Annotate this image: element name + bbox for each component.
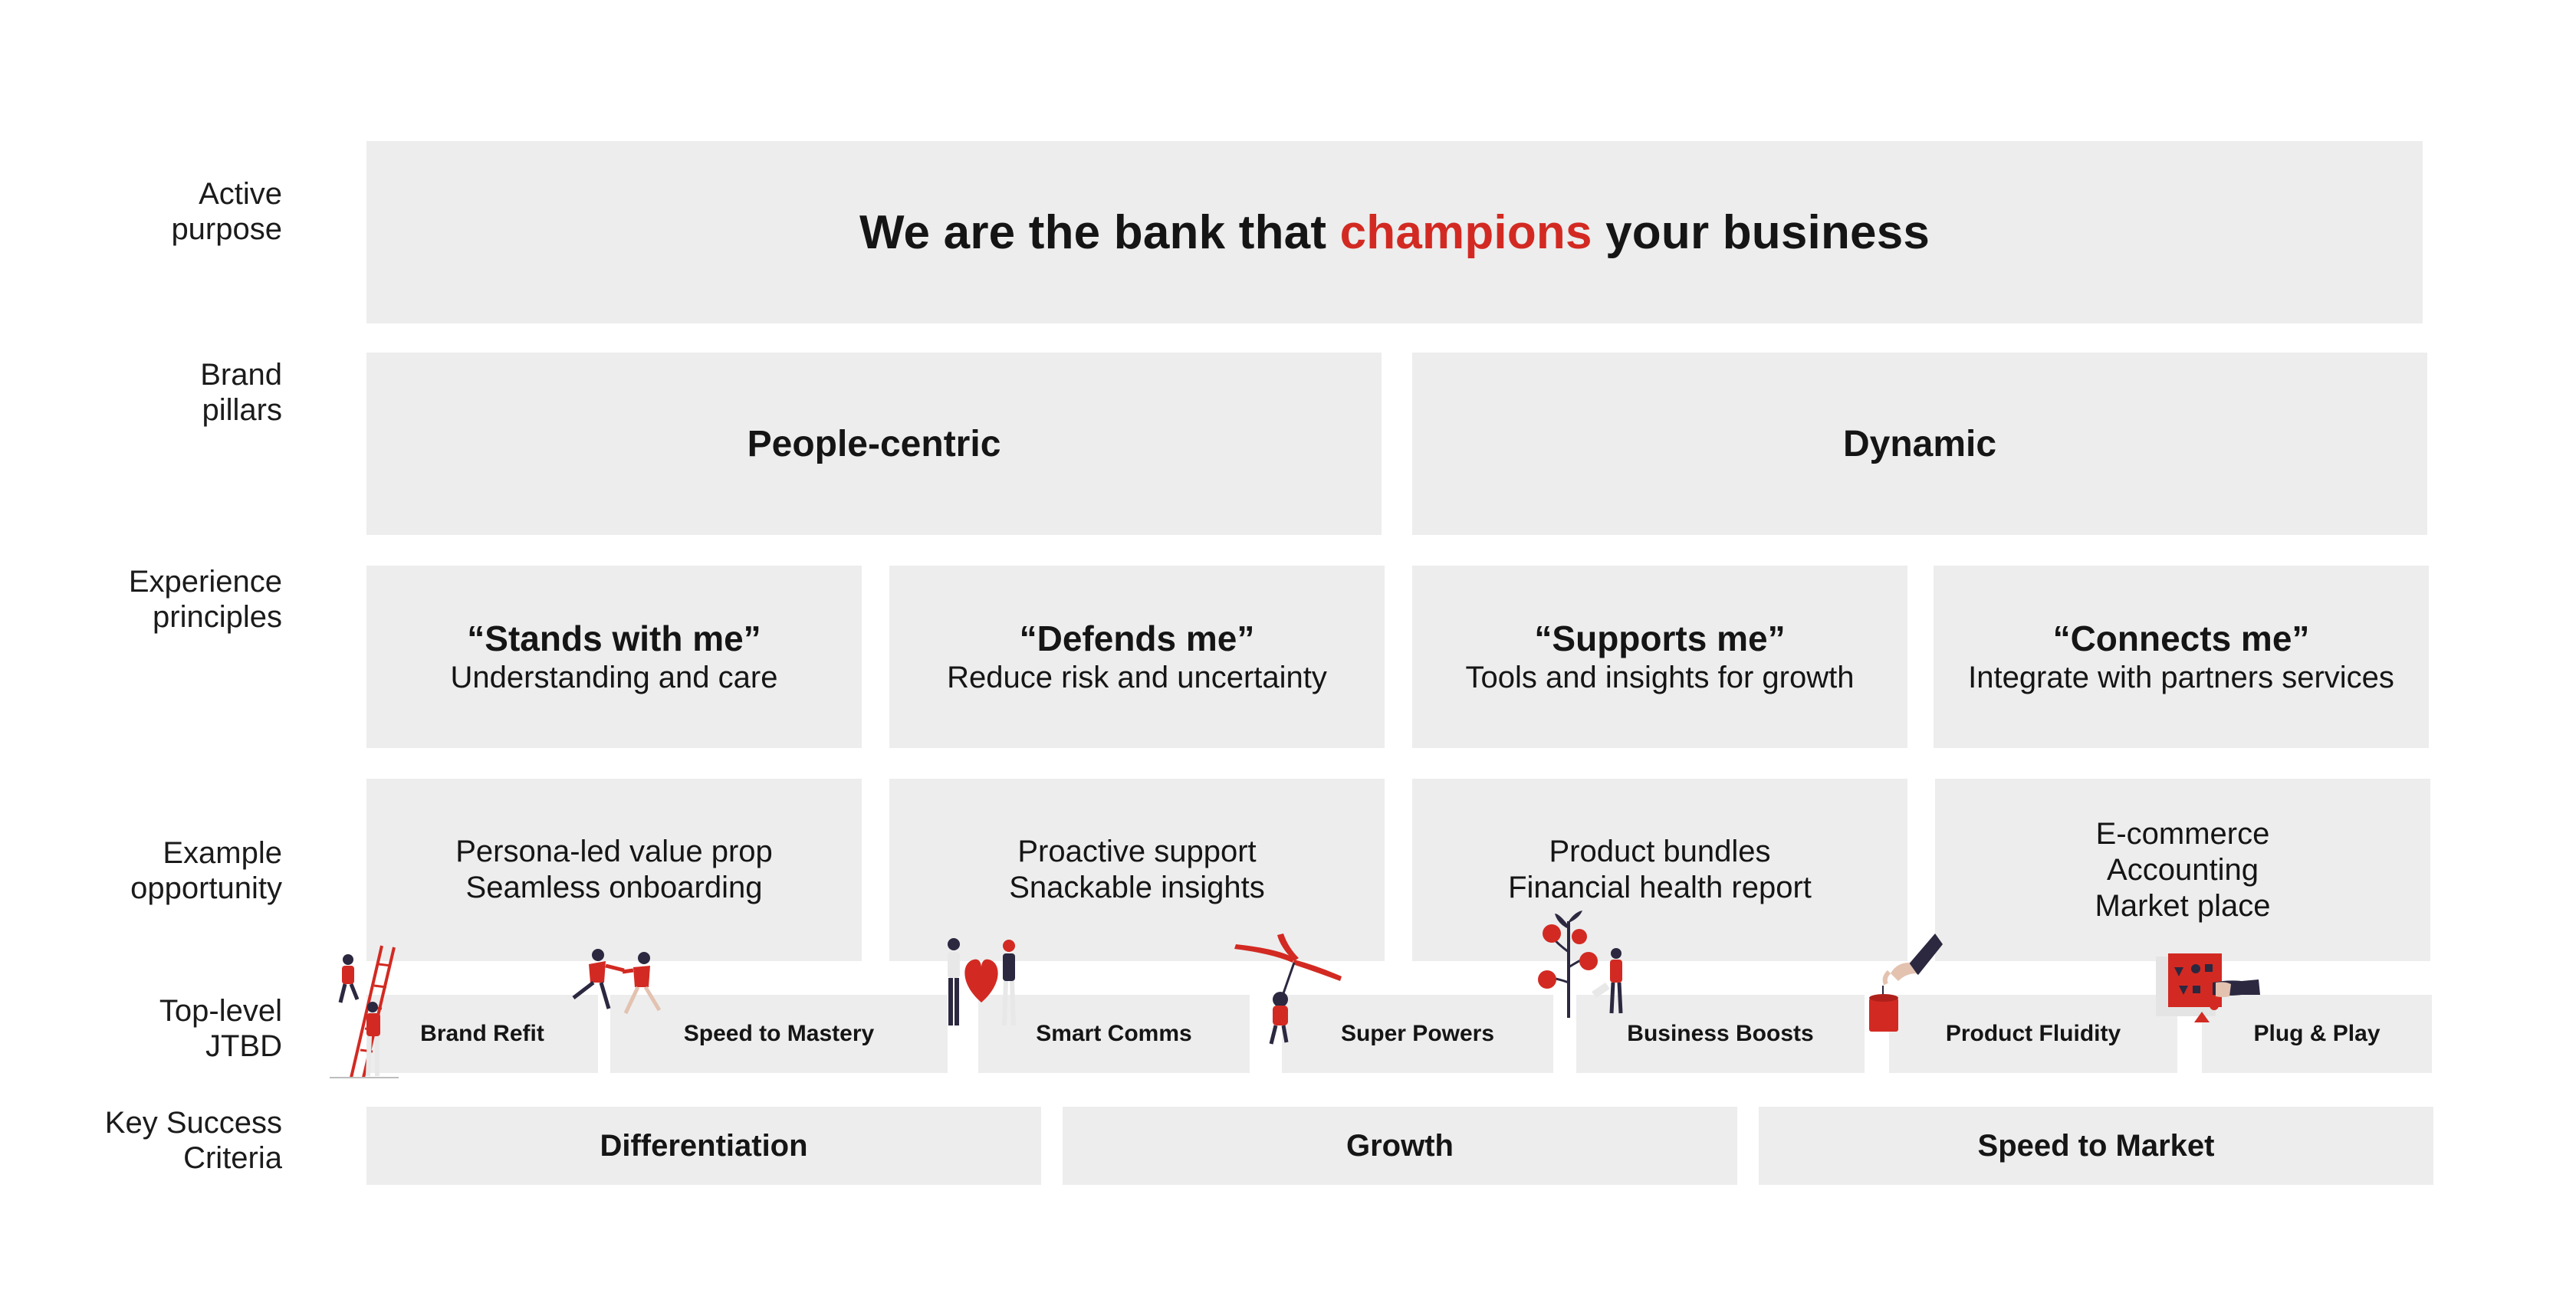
- opportunity-line: Accounting: [2107, 852, 2259, 888]
- pillar-people-centric: People-centric: [366, 353, 1382, 535]
- purpose-text-before: We are the bank that: [859, 206, 1340, 259]
- jtbd-label: Brand Refit: [420, 1021, 544, 1047]
- opportunity-line: E-commerce: [2096, 816, 2270, 852]
- propeller-flyer-icon: [1233, 932, 1348, 1047]
- ksc-label: Differentiation: [600, 1129, 807, 1163]
- opportunity-connects-me: E-commerce Accounting Market place: [1935, 779, 2430, 961]
- pillar-dynamic: Dynamic: [1412, 353, 2427, 535]
- hand-can-icon: [1852, 927, 1944, 1042]
- jtbd-label: Plug & Play: [2253, 1021, 2380, 1047]
- principle-title: “Stands with me”: [467, 618, 761, 659]
- relay-runners-icon: [558, 947, 673, 1024]
- principle-subtitle: Integrate with partners services: [1968, 659, 2394, 696]
- principle-connects-me: “Connects me” Integrate with partners se…: [1934, 566, 2429, 748]
- principle-title: “Connects me”: [2053, 618, 2310, 659]
- label-experience-principles: Experience principles: [90, 564, 282, 635]
- ksc-label: Speed to Market: [1978, 1129, 2215, 1163]
- label-brand-pillars: Brand pillars: [90, 357, 282, 428]
- tree-gardener-icon: [1535, 906, 1642, 1021]
- principle-defends-me: “Defends me” Reduce risk and uncertainty: [889, 566, 1385, 748]
- purpose-statement: We are the bank that champions your busi…: [859, 205, 1930, 260]
- ladder-climber-icon: [330, 941, 399, 1079]
- opportunity-line: Financial health report: [1508, 870, 1812, 906]
- ksc-differentiation: Differentiation: [366, 1107, 1041, 1185]
- purpose-box: We are the bank that champions your busi…: [366, 141, 2423, 323]
- ksc-label: Growth: [1346, 1129, 1454, 1163]
- principle-subtitle: Tools and insights for growth: [1466, 659, 1855, 696]
- pillar-label: Dynamic: [1843, 423, 1996, 465]
- principle-supports-me: “Supports me” Tools and insights for gro…: [1412, 566, 1907, 748]
- opportunity-line: Proactive support: [1017, 834, 1256, 870]
- label-key-success-criteria: Key Success Criteria: [90, 1105, 282, 1176]
- principle-title: “Supports me”: [1534, 618, 1785, 659]
- jtbd-label: Speed to Mastery: [684, 1021, 874, 1047]
- jtbd-label: Business Boosts: [1627, 1021, 1813, 1047]
- opportunity-line: Seamless onboarding: [466, 870, 763, 906]
- jtbd-label: Smart Comms: [1036, 1021, 1191, 1047]
- purpose-highlight: champions: [1340, 206, 1592, 259]
- label-top-level-jtbd: Top-level JTBD: [90, 993, 282, 1064]
- principle-stands-with-me: “Stands with me” Understanding and care: [366, 566, 862, 748]
- label-active-purpose: Active purpose: [90, 176, 282, 247]
- pillar-label: People-centric: [748, 423, 1001, 465]
- puzzle-hand-icon: [2151, 952, 2266, 1044]
- opportunity-line: Market place: [2095, 888, 2271, 924]
- label-example-opportunity: Example opportunity: [90, 835, 282, 906]
- principle-subtitle: Reduce risk and uncertainty: [947, 659, 1327, 696]
- ksc-speed-to-market: Speed to Market: [1759, 1107, 2433, 1185]
- jtbd-label: Super Powers: [1341, 1021, 1494, 1047]
- opportunity-line: Snackable insights: [1009, 870, 1265, 906]
- opportunity-stands-with-me: Persona-led value prop Seamless onboardi…: [366, 779, 862, 961]
- opportunity-supports-me: Product bundles Financial health report: [1412, 779, 1907, 961]
- ksc-growth: Growth: [1063, 1107, 1737, 1185]
- purpose-text-after: your business: [1592, 206, 1930, 259]
- jtbd-label: Product Fluidity: [1946, 1021, 2121, 1047]
- opportunity-line: Persona-led value prop: [455, 834, 773, 870]
- principle-title: “Defends me”: [1020, 618, 1255, 659]
- opportunity-line: Product bundles: [1549, 834, 1770, 870]
- principle-subtitle: Understanding and care: [451, 659, 778, 696]
- heart-couple-icon: [943, 937, 1020, 1029]
